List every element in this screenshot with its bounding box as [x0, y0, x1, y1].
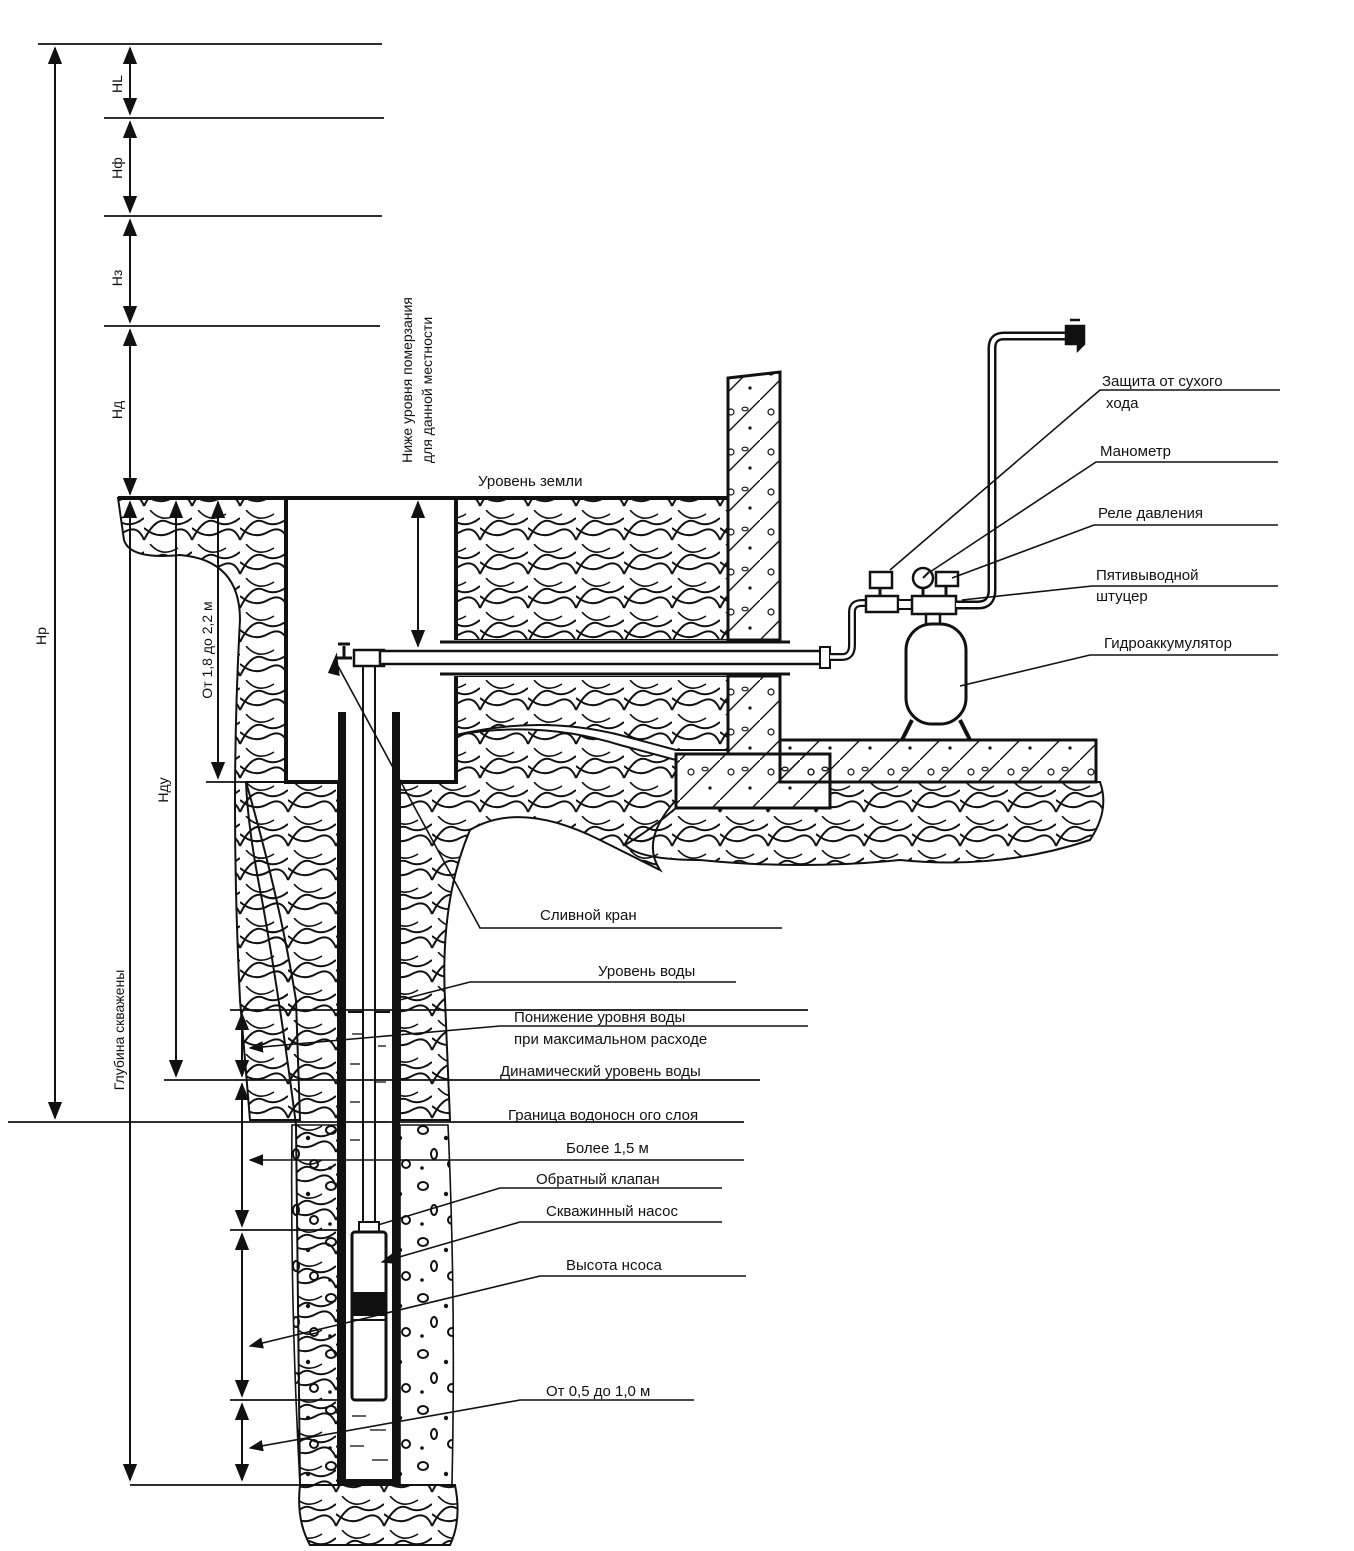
more-than-label: Более 1,5 м: [566, 1140, 649, 1157]
aquifer-gravel-right: [399, 1124, 455, 1486]
hl-label: HL: [109, 75, 125, 93]
drain-valve-icon: [327, 642, 352, 676]
freeze-level-label-2: для данной местности: [419, 317, 435, 463]
accumulator-tank: [904, 622, 968, 726]
dimension-arrows: [47, 46, 426, 1482]
floor-slab: [778, 738, 1098, 784]
soil-under-house: [623, 781, 1105, 866]
soil-right-of-well: [399, 728, 677, 1121]
pressure-relay-label: Реле давления: [1098, 505, 1203, 522]
riser-pipe: [362, 663, 376, 1225]
hd-label: Hд: [109, 401, 125, 419]
hdu-label: Hду: [155, 777, 171, 802]
drain-valve-label: Сливной кран: [540, 907, 637, 924]
manometer-label: Манометр: [1100, 443, 1171, 460]
fitting-label-2: штуцер: [1096, 588, 1148, 605]
soil-upper-right: [455, 497, 729, 641]
drawdown-label-1: Понижение уровня воды: [514, 1009, 685, 1026]
hf-label: Hф: [109, 157, 125, 179]
dry-run-label-1: Защита от сухого: [1102, 373, 1223, 390]
outlet-pipe-inner: [956, 334, 1070, 607]
pump-label: Скважинный насос: [546, 1203, 678, 1220]
house-wall: [726, 370, 782, 642]
caisson-depth-label: От 1,8 до 2,2 м: [199, 601, 215, 698]
pipe-coupling: [819, 646, 831, 669]
pump-height-label: Высота нсоса: [566, 1257, 662, 1274]
check-valve-label: Обратный клапан: [536, 1171, 660, 1188]
five-way-fitting-icon: [910, 594, 958, 616]
accumulator-stand: [900, 719, 972, 741]
well-depth-label: Глубина скважены: [111, 970, 127, 1091]
aquifer-boundary-label: Граница водоносн ого слоя: [508, 1107, 698, 1124]
house-wall-lower: [726, 674, 782, 756]
riser-to-fitting-pipe-inner: [830, 601, 872, 659]
dry-run-switch-icon: [868, 570, 894, 590]
aquifer-gravel-left: [290, 1124, 339, 1486]
leader-lines: [248, 389, 1280, 1452]
tap-icon: [1064, 318, 1086, 354]
soil-mid-right: [455, 675, 729, 751]
dry-run-label-2: хода: [1106, 395, 1139, 412]
drawdown-label-2: при максимальнoм расходе: [514, 1031, 707, 1048]
horizontal-pipe: [378, 649, 828, 666]
water-level-label: Уровень воды: [598, 963, 695, 980]
soil-bottom: [298, 1484, 459, 1546]
hp-label: Hр: [33, 627, 49, 645]
pressure-relay-icon: [934, 570, 960, 588]
fitting-connector: [897, 599, 913, 610]
fitting-label-1: Пятивыводной: [1096, 567, 1198, 584]
ground-level-label: Уровень земли: [478, 473, 582, 490]
hz-label: Hз: [109, 270, 125, 287]
bottom-gap-label: От 0,5 до 1,0 м: [546, 1383, 650, 1400]
pump-intake: [352, 1292, 386, 1316]
dynamic-level-label: Динамический уровень воды: [500, 1063, 701, 1080]
fitting-body-left: [864, 594, 900, 614]
accumulator-label: Гидроаккумулятор: [1104, 635, 1232, 652]
freeze-level-label-1: Ниже уровня померзания: [399, 297, 415, 463]
outlet-pipe: [956, 331, 1070, 610]
